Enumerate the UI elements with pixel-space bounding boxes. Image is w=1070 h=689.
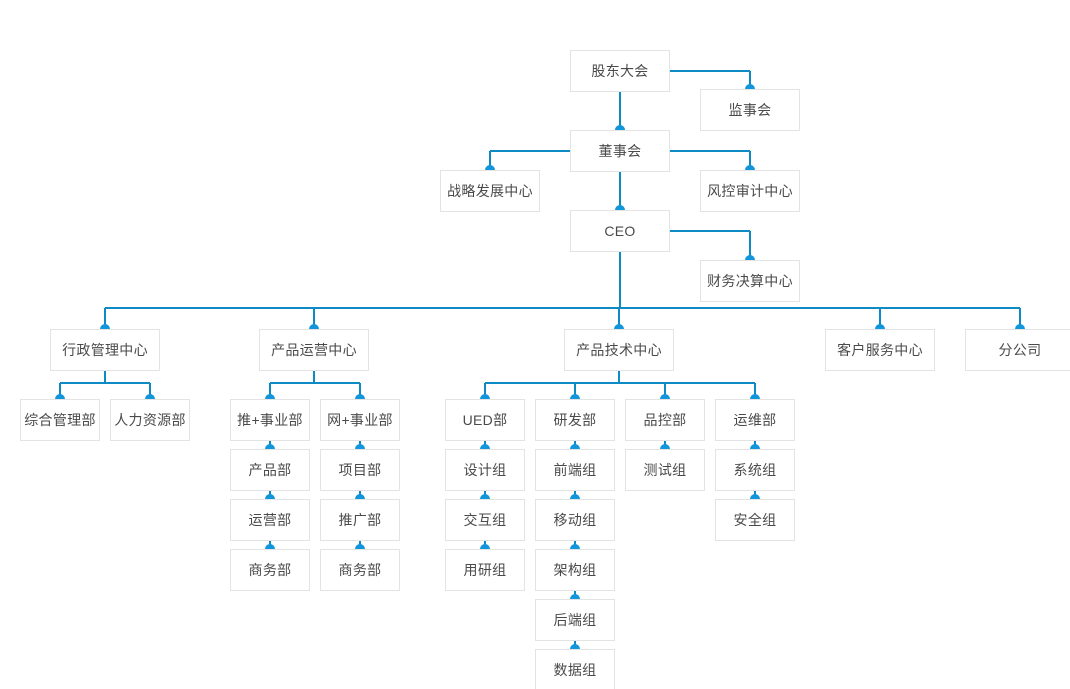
- org-node-label: 监事会: [728, 102, 772, 118]
- org-node-label: 架构组: [553, 562, 597, 578]
- org-node-ops-dept[interactable]: 运维部: [715, 399, 795, 441]
- org-node-label: 风控审计中心: [707, 183, 793, 199]
- org-node-qa-dept[interactable]: 品控部: [625, 399, 705, 441]
- org-node-ued-dept[interactable]: UED部: [445, 399, 525, 441]
- org-node-label: 运营部: [248, 512, 292, 528]
- org-node-label: 项目部: [338, 462, 382, 478]
- org-node-label: 运维部: [733, 412, 777, 428]
- org-node-label: 网+事业部: [327, 412, 393, 428]
- org-node-rnd-dept[interactable]: 研发部: [535, 399, 615, 441]
- org-node-finance-center[interactable]: 财务决算中心: [700, 260, 800, 302]
- org-node-risk-audit[interactable]: 风控审计中心: [700, 170, 800, 212]
- org-node-data-group[interactable]: 数据组: [535, 649, 615, 689]
- org-node-admin-center[interactable]: 行政管理中心: [50, 329, 160, 371]
- org-node-label: 设计组: [463, 462, 507, 478]
- org-node-label: 测试组: [643, 462, 687, 478]
- org-node-interaction-group[interactable]: 交互组: [445, 499, 525, 541]
- org-node-label: 数据组: [553, 662, 597, 678]
- org-node-label: 交互组: [463, 512, 507, 528]
- org-node-label: 商务部: [248, 562, 292, 578]
- org-node-project-dept[interactable]: 项目部: [320, 449, 400, 491]
- org-node-product-dept[interactable]: 产品部: [230, 449, 310, 491]
- org-node-label: 用研组: [463, 562, 507, 578]
- org-node-label: 安全组: [733, 512, 777, 528]
- org-node-label: 战略发展中心: [447, 183, 533, 199]
- org-node-tui-division[interactable]: 推+事业部: [230, 399, 310, 441]
- org-node-label: UED部: [462, 412, 508, 428]
- org-node-label: 推广部: [338, 512, 382, 528]
- org-node-product-tech[interactable]: 产品技术中心: [564, 329, 674, 371]
- org-node-security-group[interactable]: 安全组: [715, 499, 795, 541]
- org-node-system-group[interactable]: 系统组: [715, 449, 795, 491]
- org-node-design-group[interactable]: 设计组: [445, 449, 525, 491]
- org-node-label: 研发部: [553, 412, 597, 428]
- org-node-test-group[interactable]: 测试组: [625, 449, 705, 491]
- org-node-label: 产品部: [248, 462, 292, 478]
- org-node-label: 后端组: [553, 612, 597, 628]
- org-node-product-ops[interactable]: 产品运营中心: [259, 329, 369, 371]
- org-node-promotion-dept[interactable]: 推广部: [320, 499, 400, 541]
- org-node-business-dept-1[interactable]: 商务部: [230, 549, 310, 591]
- org-node-branch-company[interactable]: 分公司: [965, 329, 1070, 371]
- org-node-label: 客户服务中心: [837, 342, 923, 358]
- org-node-mobile-group[interactable]: 移动组: [535, 499, 615, 541]
- org-node-business-dept-2[interactable]: 商务部: [320, 549, 400, 591]
- org-node-label: 产品技术中心: [576, 342, 662, 358]
- org-node-research-group[interactable]: 用研组: [445, 549, 525, 591]
- org-node-label: 分公司: [998, 342, 1042, 358]
- org-node-backend-group[interactable]: 后端组: [535, 599, 615, 641]
- org-node-label: 行政管理中心: [62, 342, 148, 358]
- org-node-label: 综合管理部: [24, 412, 96, 428]
- org-node-label: CEO: [604, 223, 636, 239]
- org-node-supervisory[interactable]: 监事会: [700, 89, 800, 131]
- org-node-human-resources[interactable]: 人力资源部: [110, 399, 190, 441]
- org-node-label: 系统组: [733, 462, 777, 478]
- org-node-label: 财务决算中心: [707, 273, 793, 289]
- org-node-label: 移动组: [553, 512, 597, 528]
- org-node-frontend-group[interactable]: 前端组: [535, 449, 615, 491]
- org-node-label: 前端组: [553, 462, 597, 478]
- org-node-architecture-group[interactable]: 架构组: [535, 549, 615, 591]
- org-node-board[interactable]: 董事会: [570, 130, 670, 172]
- org-node-strategy-center[interactable]: 战略发展中心: [440, 170, 540, 212]
- org-node-label: 产品运营中心: [271, 342, 357, 358]
- org-node-shareholders[interactable]: 股东大会: [570, 50, 670, 92]
- org-node-customer-service[interactable]: 客户服务中心: [825, 329, 935, 371]
- org-node-label: 商务部: [338, 562, 382, 578]
- org-node-label: 股东大会: [591, 63, 649, 79]
- org-node-operations-dept[interactable]: 运营部: [230, 499, 310, 541]
- org-node-label: 董事会: [598, 143, 642, 159]
- org-node-wang-division[interactable]: 网+事业部: [320, 399, 400, 441]
- org-node-label: 推+事业部: [237, 412, 303, 428]
- org-node-ceo[interactable]: CEO: [570, 210, 670, 252]
- org-node-general-admin[interactable]: 综合管理部: [20, 399, 100, 441]
- org-node-label: 人力资源部: [114, 412, 186, 428]
- org-node-label: 品控部: [643, 412, 687, 428]
